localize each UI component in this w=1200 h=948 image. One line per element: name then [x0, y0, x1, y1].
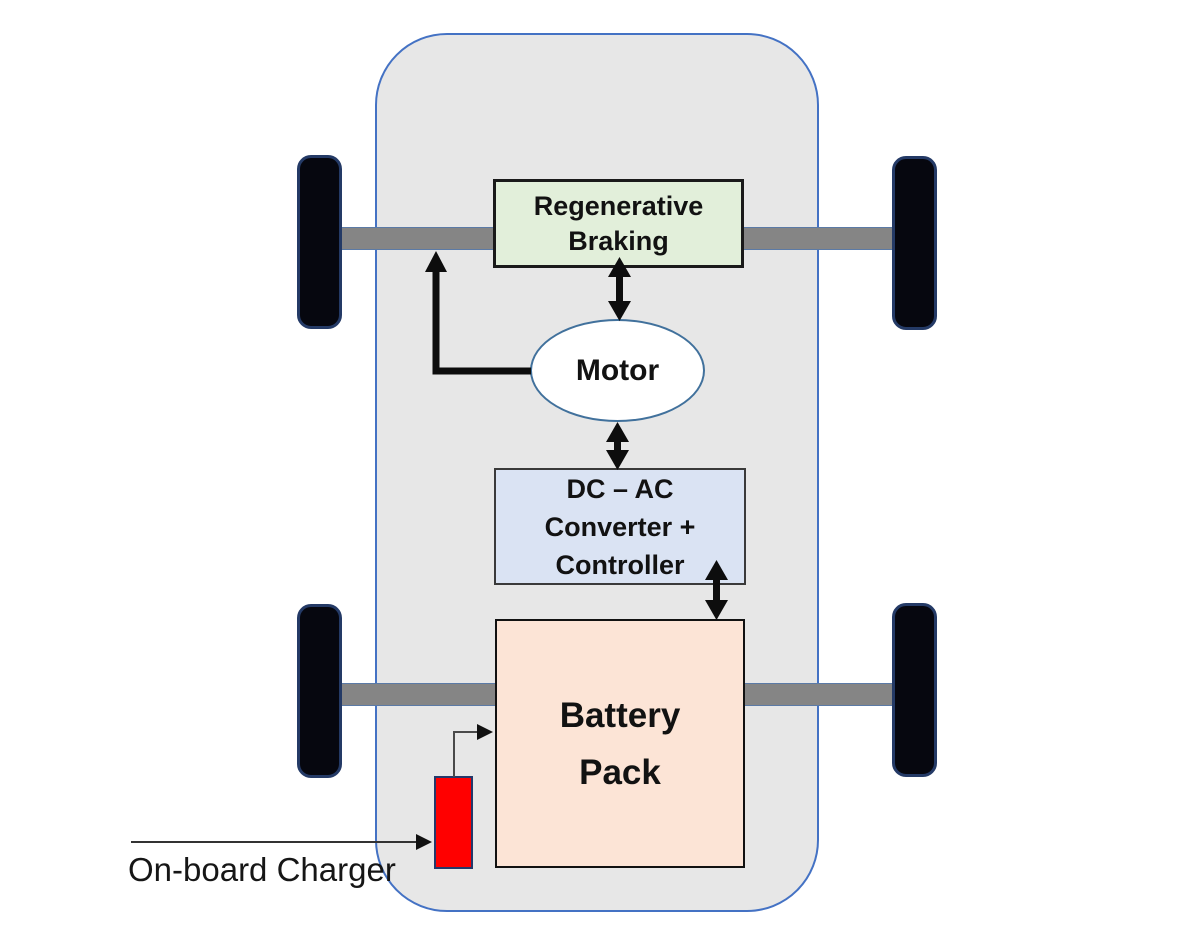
battery-pack-block: Battery Pack	[495, 619, 745, 868]
wheel-rear-left	[297, 604, 342, 778]
dc-ac-label-line3: Controller	[555, 549, 685, 580]
regenerative-braking-label-line1: Regenerative	[533, 190, 704, 221]
regenerative-braking-label-line2: Braking	[568, 225, 669, 256]
wheel-front-left	[297, 155, 342, 329]
battery-pack-label-line2: Pack	[579, 752, 661, 792]
dc-ac-label-line1: DC – AC	[566, 473, 674, 504]
on-board-charger-label: On-board Charger	[128, 851, 396, 888]
wheel-front-right	[892, 156, 937, 330]
battery-pack-label-line1: Battery	[559, 695, 681, 735]
motor-block: Motor	[530, 319, 705, 422]
dc-ac-converter-block: DC – AC Converter + Controller	[494, 468, 746, 585]
motor-label: Motor	[575, 353, 660, 387]
wheel-rear-right	[892, 603, 937, 777]
regenerative-braking-block: Regenerative Braking	[493, 179, 744, 268]
dc-ac-label-line2: Converter +	[544, 511, 696, 542]
on-board-charger-block	[434, 776, 473, 869]
